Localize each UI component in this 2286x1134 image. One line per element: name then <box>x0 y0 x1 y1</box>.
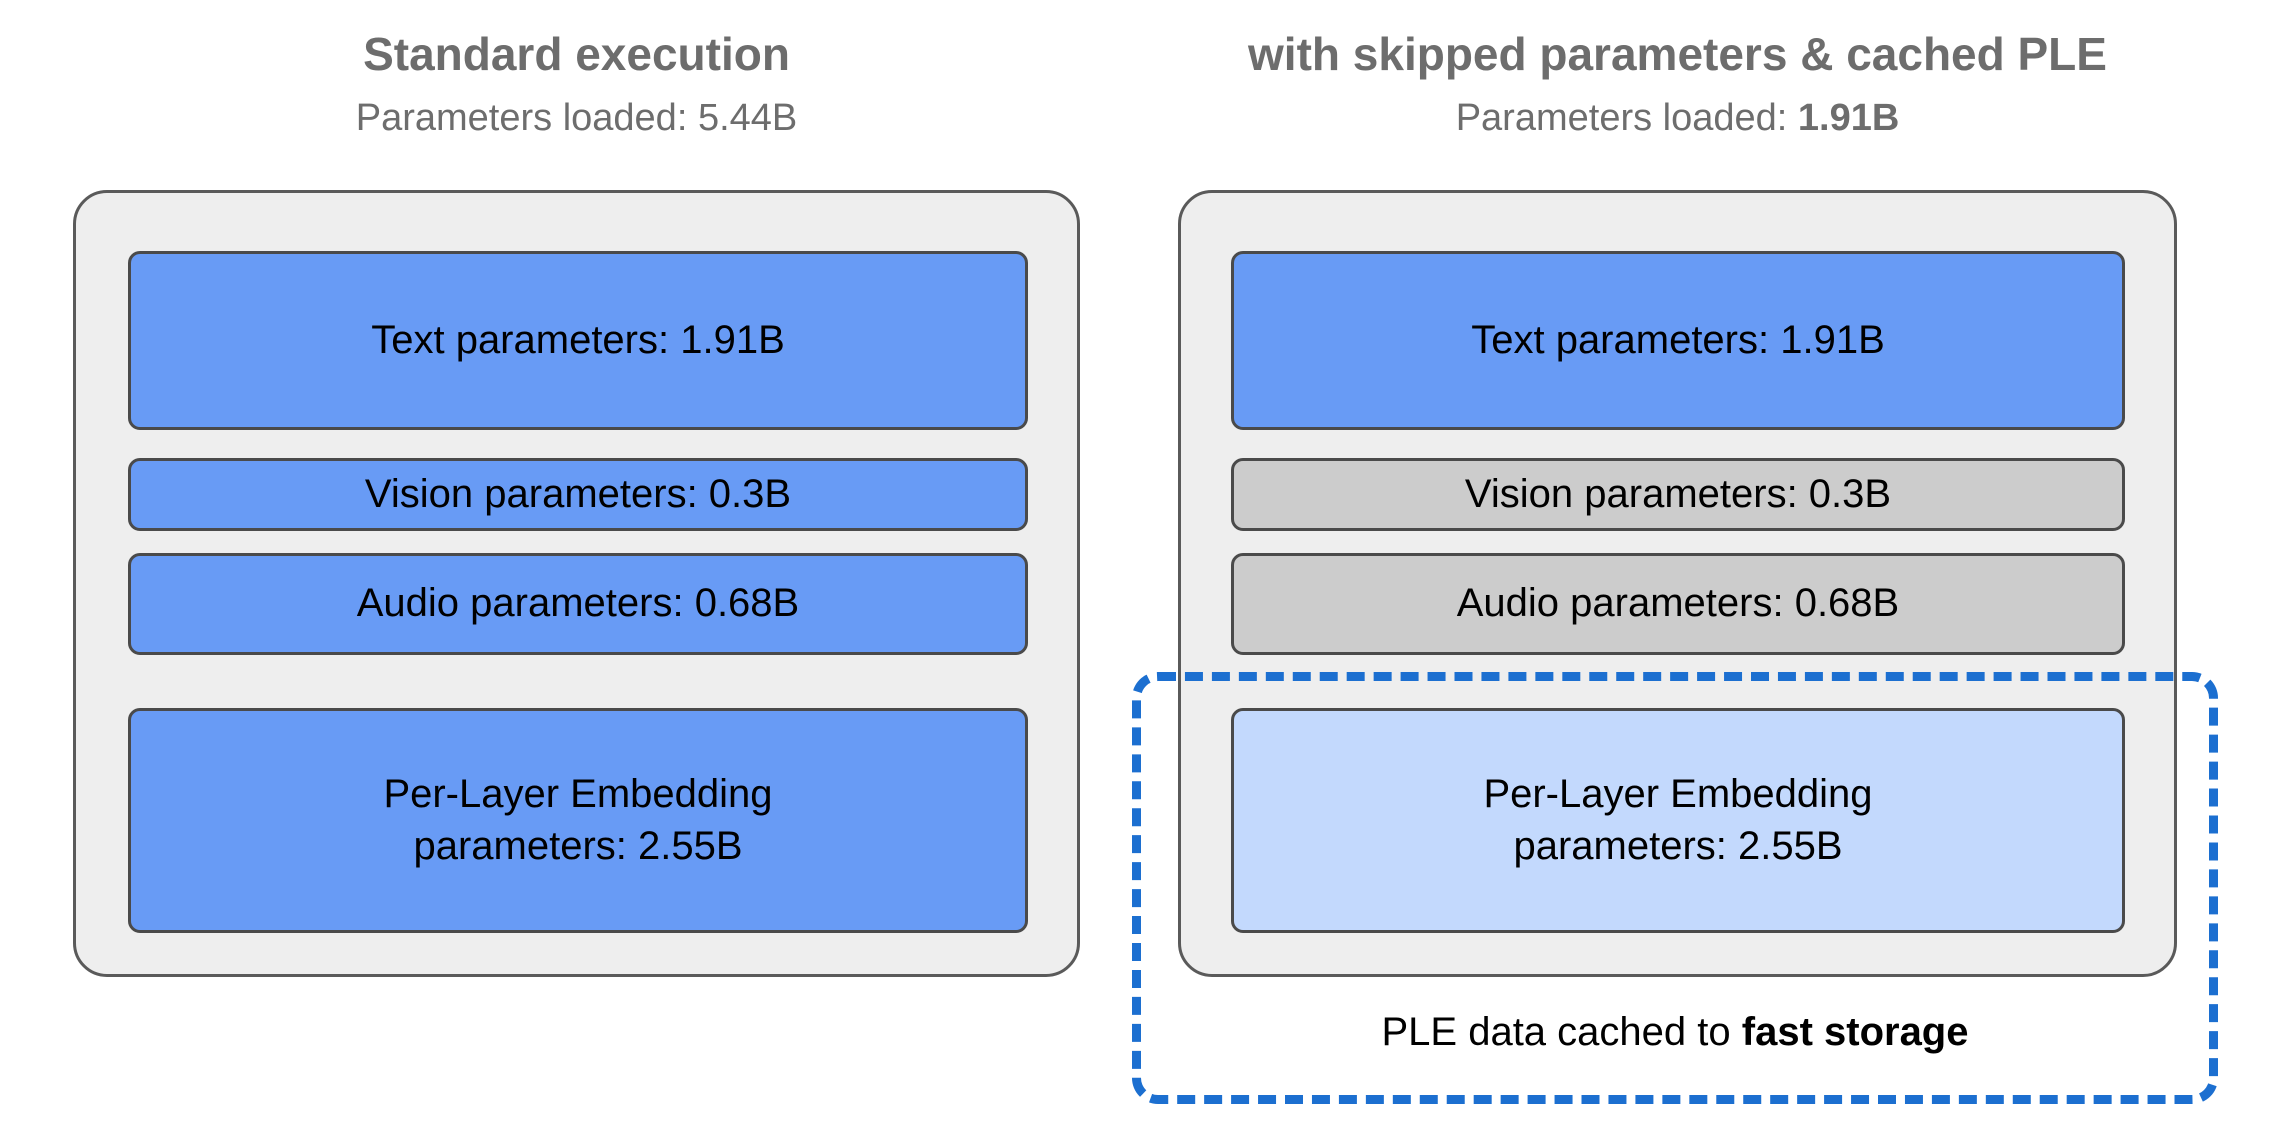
box-label-line1: Per-Layer Embedding <box>1483 772 1873 817</box>
box-label: Text parameters: 1.91B <box>371 317 785 362</box>
box-ple-parameters-optimized[interactable]: Per-Layer Embedding parameters: 2.55B <box>1231 708 2125 933</box>
column-header-standard: Standard execution Parameters loaded: 5.… <box>73 28 1080 141</box>
params-loaded-value-standard: 5.44B <box>697 96 798 139</box>
column-subtitle-standard: Parameters loaded: 5.44B <box>73 97 1080 141</box>
box-audio-parameters-standard[interactable]: Audio parameters: 0.68B <box>128 553 1028 655</box>
box-vision-parameters-optimized[interactable]: Vision parameters: 0.3B <box>1231 458 2125 531</box>
cached-ple-caption: PLE data cached to fast storage <box>1132 1010 2218 1055</box>
cached-ple-region <box>1132 672 2218 1104</box>
box-text-parameters-standard[interactable]: Text parameters: 1.91B <box>128 251 1028 430</box>
cached-ple-caption-strong: fast storage <box>1741 1010 1969 1054</box>
params-loaded-label-standard: Parameters loaded: <box>355 96 698 139</box>
box-label-line1: Per-Layer Embedding <box>383 772 773 817</box>
box-vision-parameters-standard[interactable]: Vision parameters: 0.3B <box>128 458 1028 531</box>
column-title-standard: Standard execution <box>363 28 790 80</box>
box-audio-parameters-optimized[interactable]: Audio parameters: 0.68B <box>1231 553 2125 655</box>
panel-optimized-execution: Text parameters: 1.91B Vision parameters… <box>1178 190 2177 977</box>
params-loaded-label-optimized: Parameters loaded: <box>1455 96 1798 139</box>
box-ple-parameters-standard[interactable]: Per-Layer Embedding parameters: 2.55B <box>128 708 1028 933</box>
box-label: Audio parameters: 0.68B <box>1456 581 1900 626</box>
box-label: Audio parameters: 0.68B <box>356 581 800 626</box>
box-label: Text parameters: 1.91B <box>1471 317 1885 362</box>
column-header-optimized: with skipped parameters & cached PLE Par… <box>1178 28 2177 141</box>
panel-standard-execution: Text parameters: 1.91B Vision parameters… <box>73 190 1080 977</box>
box-label: Vision parameters: 0.3B <box>1464 471 1892 516</box>
params-loaded-value-optimized: 1.91B <box>1797 96 1900 139</box>
box-label: Vision parameters: 0.3B <box>364 471 792 516</box>
cached-ple-caption-text: PLE data cached to <box>1381 1010 1742 1054</box>
box-label-line2: parameters: 2.55B <box>1513 823 1843 868</box>
box-text-parameters-optimized[interactable]: Text parameters: 1.91B <box>1231 251 2125 430</box>
column-subtitle-optimized: Parameters loaded: 1.91B <box>1178 97 2177 141</box>
box-label-line2: parameters: 2.55B <box>413 823 743 868</box>
column-title-optimized: with skipped parameters & cached PLE <box>1248 28 2107 80</box>
